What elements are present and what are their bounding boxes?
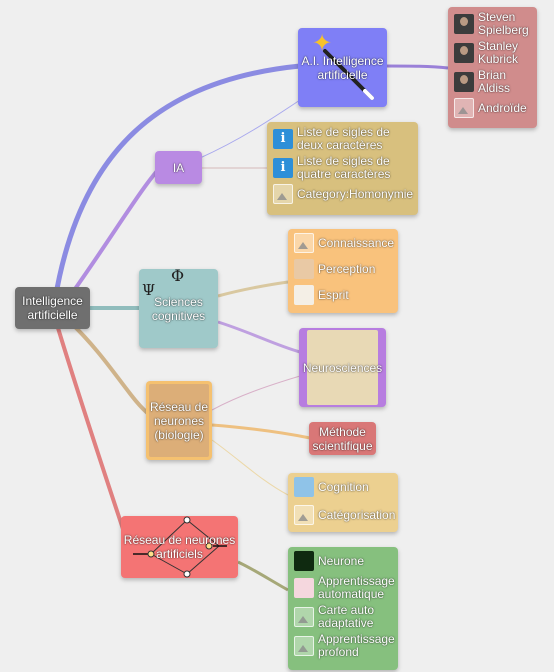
panel-item-label: Esprit — [318, 287, 349, 302]
panel-item[interactable]: Apprentissage automatique — [294, 574, 395, 601]
node-reseau-biologie[interactable]: Réseau de neurones (biologie) — [146, 381, 212, 460]
link-ia-ai-film — [199, 99, 301, 159]
panel-item[interactable]: Category:Homonymie — [273, 184, 414, 204]
node-label: Réseau de neurones artificiels — [123, 533, 236, 561]
node-label: A.I. Intelligence artificielle — [301, 53, 384, 82]
node-label: Intelligence artificielle — [22, 294, 83, 322]
panel-item-label: Stanley Kubrick — [478, 39, 519, 66]
network-graph-icon — [133, 516, 227, 578]
node-sciences-cognitives[interactable]: Φ Ψ Sciences cognitives — [139, 266, 218, 348]
panel-item[interactable]: i Liste de sigles de deux caractères — [273, 126, 412, 152]
image-placeholder-icon — [294, 636, 314, 656]
wand-stick-icon — [323, 49, 374, 100]
node-label: IA — [172, 160, 185, 175]
panel-item-label: Liste de sigles de quatre caractères — [297, 154, 391, 181]
panel-item-label: Perception — [318, 261, 376, 276]
panel-item[interactable]: Perception — [294, 259, 392, 279]
node-ia[interactable]: IA — [155, 151, 202, 184]
learning-image-icon — [294, 578, 314, 598]
portrait-photo-icon — [454, 72, 474, 92]
parchment-image — [149, 384, 209, 457]
panel-item[interactable]: Apprentissage profond — [294, 632, 395, 659]
panel-item[interactable]: Androïde — [454, 98, 531, 118]
link-root-reseau-art — [56, 326, 127, 537]
panel-item-label: Liste de sigles de deux caractères — [297, 125, 390, 152]
info-icon: i — [273, 158, 293, 178]
panel-item[interactable]: Stanley Kubrick — [454, 40, 531, 66]
panel-item-label: Androïde — [478, 100, 527, 115]
panel-reseau-biologie: Cognition Catégorisation — [288, 473, 398, 532]
panel-item-label: Apprentissage automatique — [318, 574, 395, 601]
panel-item-label: Brian Aldiss — [478, 68, 511, 95]
cognition-icon — [294, 477, 314, 497]
link-reseau-bio-methode — [211, 423, 311, 440]
panel-reseau-artificiels: Neurone Apprentissage automatique Carte … — [288, 547, 398, 670]
panel-item[interactable]: Esprit — [294, 285, 392, 305]
link-reseau-bio-neuro — [211, 375, 301, 411]
phi-symbol-icon: Φ — [171, 266, 185, 285]
sketch-image-icon — [294, 285, 314, 305]
portrait-photo-icon — [454, 43, 474, 63]
image-placeholder-icon — [454, 98, 474, 118]
image-placeholder-icon — [273, 184, 293, 204]
link-reseau-bio-panel — [211, 439, 289, 496]
panel-item[interactable]: Brian Aldiss — [454, 69, 531, 95]
node-intelligence-artificielle[interactable]: Intelligence artificielle — [15, 287, 90, 329]
image-placeholder-icon — [294, 233, 314, 253]
panel-item-label: Apprentissage profond — [318, 632, 395, 659]
panel-item[interactable]: Catégorisation — [294, 505, 396, 525]
panel-item[interactable]: Cognition — [294, 477, 392, 497]
node-ai-film[interactable]: ✦ A.I. Intelligence artificielle — [298, 28, 387, 107]
panel-item-label: Steven Spielberg — [478, 10, 529, 37]
link-root-ai-film — [52, 63, 303, 303]
node-methode-scientifique[interactable]: Méthode scientifique — [309, 422, 376, 455]
node-label: Sciences cognitives — [151, 294, 206, 323]
psi-symbol-icon: Ψ — [142, 281, 156, 299]
panel-item[interactable]: Neurone — [294, 551, 392, 571]
panel-item-label: Catégorisation — [318, 507, 396, 522]
link-sciences-panel — [217, 280, 289, 298]
panel-item[interactable]: Steven Spielberg — [454, 11, 531, 37]
node-label: Méthode scientifique — [312, 424, 373, 453]
node-label: Neurosciences — [302, 360, 383, 375]
panel-item-label: Category:Homonymie — [297, 186, 414, 201]
panel-item[interactable]: Connaissance — [294, 233, 395, 253]
node-neurosciences[interactable]: Neurosciences — [299, 328, 386, 407]
panel-item-label: Neurone — [318, 553, 365, 568]
image-placeholder-icon — [294, 607, 314, 627]
panel-ia: i Liste de sigles de deux caractères i L… — [267, 122, 418, 215]
panel-sciences-cognitives: Connaissance Perception Esprit — [288, 229, 398, 313]
node-reseau-artificiels[interactable]: Réseau de neurones artificiels — [121, 516, 238, 578]
perception-image-icon — [294, 259, 314, 279]
link-root-reseau-bio — [68, 320, 152, 417]
panel-item-label: Cognition — [318, 479, 369, 494]
panel-ai-film: Steven Spielberg Stanley Kubrick Brian A… — [448, 7, 537, 128]
link-ai-film-panel — [385, 64, 449, 70]
panel-item-label: Carte auto adaptative — [318, 603, 375, 630]
neuron-image-icon — [294, 551, 314, 571]
panel-item[interactable]: Carte auto adaptative — [294, 604, 392, 630]
node-label: Réseau de neurones (biologie) — [149, 399, 209, 442]
panel-item-label: Connaissance — [318, 235, 395, 250]
link-root-ia — [68, 168, 160, 298]
panel-item[interactable]: i Liste de sigles de quatre caractères — [273, 155, 412, 181]
magic-wand-icon: ✦ — [312, 29, 333, 57]
info-icon: i — [273, 129, 293, 149]
portrait-photo-icon — [454, 14, 474, 34]
neuron-drawing-image — [307, 330, 378, 405]
link-sciences-neuro — [217, 320, 301, 354]
image-placeholder-icon — [294, 505, 314, 525]
link-reseau-art-panel — [237, 560, 289, 592]
